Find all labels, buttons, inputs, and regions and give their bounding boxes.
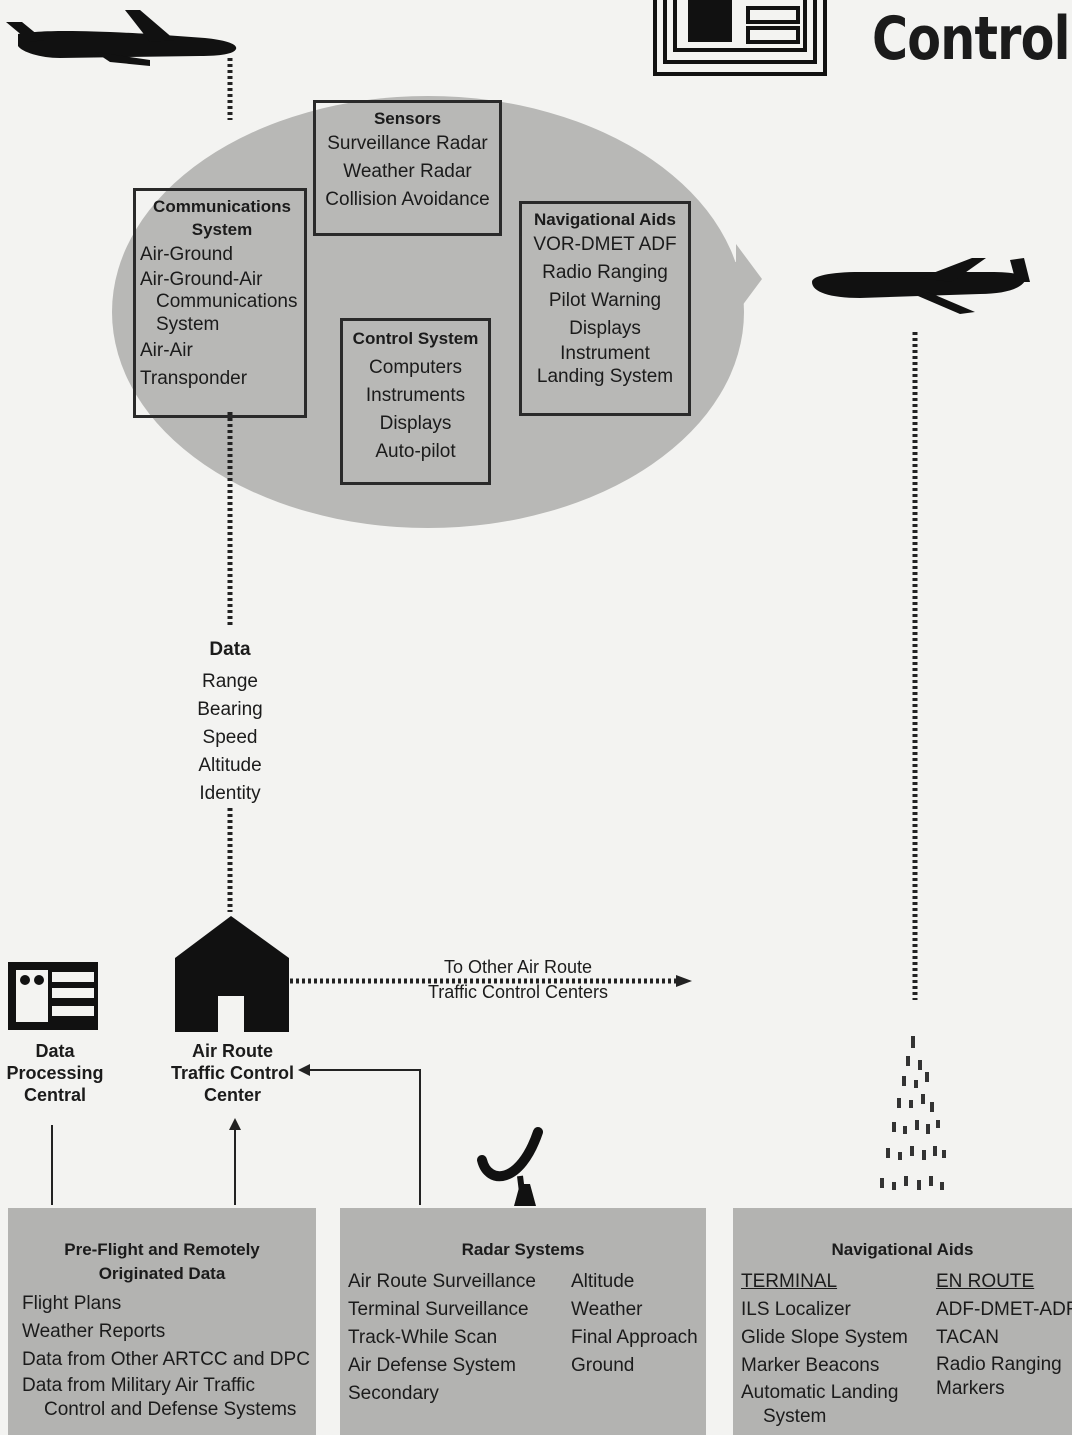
nav-ground-heading: Navigational Aids [831, 1240, 974, 1259]
nav-ground-item: ILS Localizer [741, 1299, 851, 1320]
communications-item: Air-Ground [140, 244, 233, 265]
radar-col-2: Altitude Weather Final Approach Ground [571, 1268, 698, 1380]
sensors-item: Weather Radar [343, 161, 472, 182]
radar-panel: Radar Systems Air Route Surveillance Ter… [340, 1208, 706, 1435]
control-system-box: Control System Computers Instruments Dis… [340, 318, 491, 485]
communications-item: System [156, 314, 220, 335]
preflight-item: Data from Other ARTCC and DPC [22, 1349, 310, 1370]
control-system-heading: Control System [352, 329, 479, 348]
control-system-item: Auto-pilot [375, 441, 456, 462]
nav-ground-item: Marker Beacons [741, 1355, 880, 1376]
airplane-left-icon [6, 10, 237, 66]
arrowhead-preflight-artcc [229, 1118, 241, 1130]
radar-item: Ground [571, 1355, 635, 1376]
flight-direction-arrow [722, 244, 762, 314]
nav-ground-terminal-col: TERMINAL ILS Localizer Glide Slope Syste… [741, 1268, 908, 1428]
to-other-centers-label: To Other Air Route Traffic Control Cente… [427, 957, 609, 1002]
nav-ground-enroute-label: EN ROUTE [936, 1271, 1035, 1292]
communications-item: Transponder [140, 368, 248, 389]
nav-ground-item: Markers [936, 1378, 1005, 1399]
preflight-item: Data from Military Air Traffic [22, 1375, 255, 1396]
nav-aids-air-item: VOR-DMET ADF [533, 234, 677, 255]
communications-item: Air-Ground-Air [140, 269, 263, 290]
radar-col-1: Air Route Surveillance Terminal Surveill… [348, 1268, 536, 1408]
nav-ground-item: Automatic Landing [741, 1382, 899, 1403]
nav-ground-item: Glide Slope System [741, 1327, 908, 1348]
data-link-list: Data Range Bearing Speed Altitude Identi… [150, 636, 310, 808]
data-link-item: Speed [202, 727, 258, 748]
nav-aids-air-item: Displays [569, 318, 641, 339]
control-system-item: Instruments [365, 385, 466, 406]
page-title: Control [872, 4, 1070, 74]
nav-aids-air-item: Landing System [536, 366, 674, 387]
radar-dish-icon [477, 1127, 543, 1206]
nav-ground-item: System [763, 1406, 827, 1427]
data-processing-icon [8, 962, 98, 1030]
communications-heading: Communications System [153, 197, 291, 239]
data-processing-label: Data Processing Central [6, 1041, 104, 1105]
nav-aids-air-item: Instrument [560, 343, 650, 364]
arrowhead-other-centers [676, 975, 692, 987]
nav-ground-terminal-label: TERMINAL [741, 1271, 838, 1292]
data-link-item: Range [202, 671, 258, 692]
data-link-heading: Data [209, 639, 251, 660]
aircraft-systems-ellipse [112, 96, 744, 528]
nav-aids-air-heading: Navigational Aids [533, 210, 676, 229]
communications-item: Communications [156, 291, 298, 312]
data-link-item: Bearing [197, 699, 263, 720]
nav-ground-item: Radio Ranging [936, 1354, 1062, 1375]
arrowhead-radar-artcc [298, 1064, 310, 1076]
nav-ground-item: ADF-DMET-ADF [936, 1299, 1072, 1320]
sensors-item: Collision Avoidance [325, 189, 490, 210]
nav-aids-air-item: Pilot Warning [548, 290, 662, 311]
artcc-label: Air Route Traffic Control Center [170, 1041, 294, 1105]
preflight-heading: Pre-Flight and Remotely Originated Data [64, 1240, 260, 1283]
control-logo-icon [653, 0, 827, 76]
radar-item: Secondary [348, 1383, 439, 1404]
communications-box: Communications System Air-Ground Air-Gro… [133, 188, 307, 418]
nav-aids-air-box: Navigational Aids VOR-DMET ADF Radio Ran… [519, 201, 691, 416]
preflight-item: Control and Defense Systems [44, 1399, 297, 1420]
navaid-tower-icon [880, 1036, 946, 1190]
preflight-item: Flight Plans [22, 1293, 122, 1314]
radar-item: Track-While Scan [348, 1327, 498, 1348]
nav-ground-item: TACAN [936, 1327, 999, 1348]
control-system-item: Displays [379, 413, 452, 434]
nav-ground-panel: Navigational Aids TERMINAL ILS Localizer… [733, 1208, 1072, 1435]
radar-item: Air Defense System [348, 1355, 516, 1376]
data-link-item: Identity [199, 783, 261, 804]
sensors-heading: Sensors [373, 109, 442, 128]
nav-aids-air-item: Radio Ranging [542, 262, 668, 283]
control-system-item: Computers [369, 357, 462, 378]
artcc-building-icon [175, 916, 289, 1032]
radar-item: Terminal Surveillance [348, 1299, 529, 1320]
preflight-item: Weather Reports [22, 1321, 166, 1342]
radar-item: Weather [571, 1299, 643, 1320]
radar-heading: Radar Systems [461, 1240, 585, 1259]
sensors-item: Surveillance Radar [327, 133, 488, 154]
radar-item: Final Approach [571, 1327, 698, 1348]
radar-item: Altitude [571, 1271, 635, 1292]
line-radar-artcc [310, 1069, 421, 1205]
nav-ground-enroute-col: EN ROUTE ADF-DMET-ADF TACAN Radio Rangin… [936, 1268, 1072, 1400]
data-link-item: Altitude [198, 755, 262, 776]
airplane-right-icon [812, 258, 1030, 314]
communications-item: Air-Air [140, 340, 193, 361]
sensors-box: Sensors Surveillance Radar Weather Radar… [313, 100, 502, 236]
preflight-panel: Pre-Flight and Remotely Originated Data … [8, 1208, 316, 1435]
radar-item: Air Route Surveillance [348, 1271, 536, 1292]
